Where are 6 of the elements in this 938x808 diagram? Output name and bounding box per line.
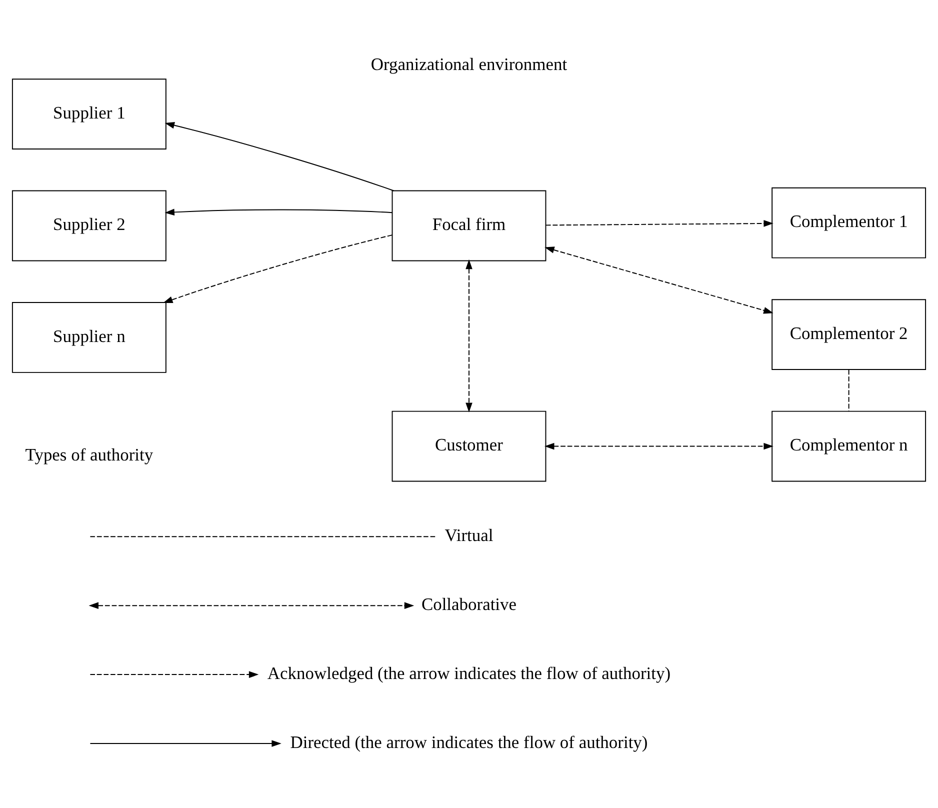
- legend-label: Directed (the arrow indicates the flow of authority): [290, 731, 648, 752]
- diagram-title: Organizational environment: [370, 53, 568, 74]
- legend-label: Acknowledged (the arrow indicates the flow of authority): [267, 662, 671, 682]
- label: Types of authority: [25, 444, 154, 464]
- legend-label: Virtual: [444, 524, 494, 544]
- legend-label: Collaborative: [421, 593, 517, 614]
